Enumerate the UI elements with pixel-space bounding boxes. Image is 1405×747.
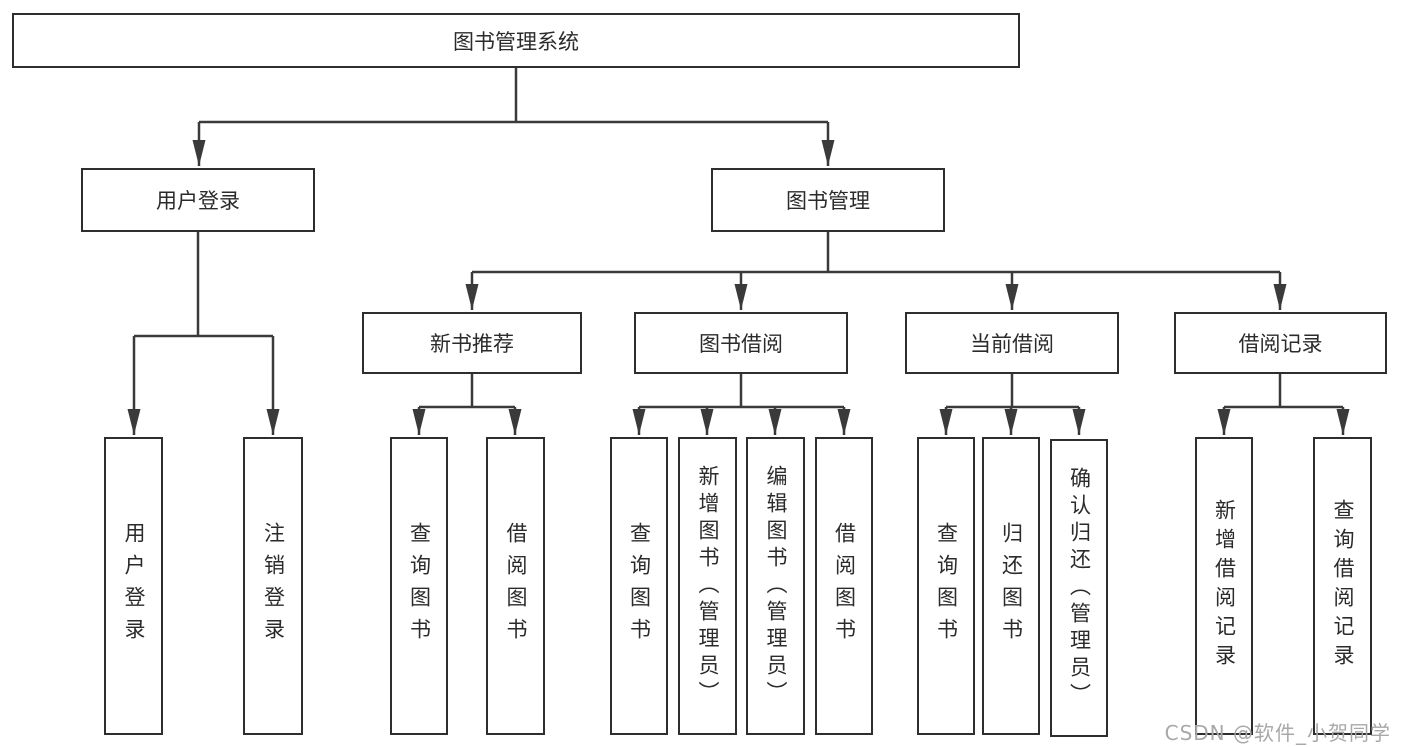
leaf-borrowing-query-books: 查询图书	[610, 437, 668, 735]
leaf-current-confirm-return-admin: 确认归还（管理员）	[1050, 439, 1108, 737]
node-borrow-records: 借阅记录	[1174, 312, 1387, 374]
leaf-logout: 注销登录	[243, 437, 303, 735]
node-root-system: 图书管理系统	[12, 13, 1020, 68]
leaf-borrowing-borrow-books: 借阅图书	[815, 437, 873, 735]
leaf-user-login: 用户登录	[104, 437, 163, 735]
csdn-watermark: CSDN @软件_小贺同学	[1164, 721, 1391, 745]
leaf-records-add-record: 新增借阅记录	[1195, 437, 1253, 735]
leaf-borrowing-add-books-admin: 新增图书（管理员）	[678, 437, 737, 735]
leaf-newbook-borrow-books: 借阅图书	[486, 437, 545, 735]
node-user-login-branch: 用户登录	[81, 168, 315, 232]
node-book-borrowing: 图书借阅	[634, 312, 848, 374]
leaf-records-query-record: 查询借阅记录	[1313, 437, 1372, 735]
node-new-book-recommend: 新书推荐	[362, 312, 582, 374]
leaf-newbook-query-books: 查询图书	[390, 437, 448, 735]
node-book-management-branch: 图书管理	[711, 168, 945, 232]
leaf-current-query-books: 查询图书	[917, 437, 975, 735]
leaf-current-return-books: 归还图书	[982, 437, 1040, 735]
node-current-borrowing: 当前借阅	[905, 312, 1119, 374]
leaf-borrowing-edit-books-admin: 编辑图书（管理员）	[746, 437, 805, 735]
